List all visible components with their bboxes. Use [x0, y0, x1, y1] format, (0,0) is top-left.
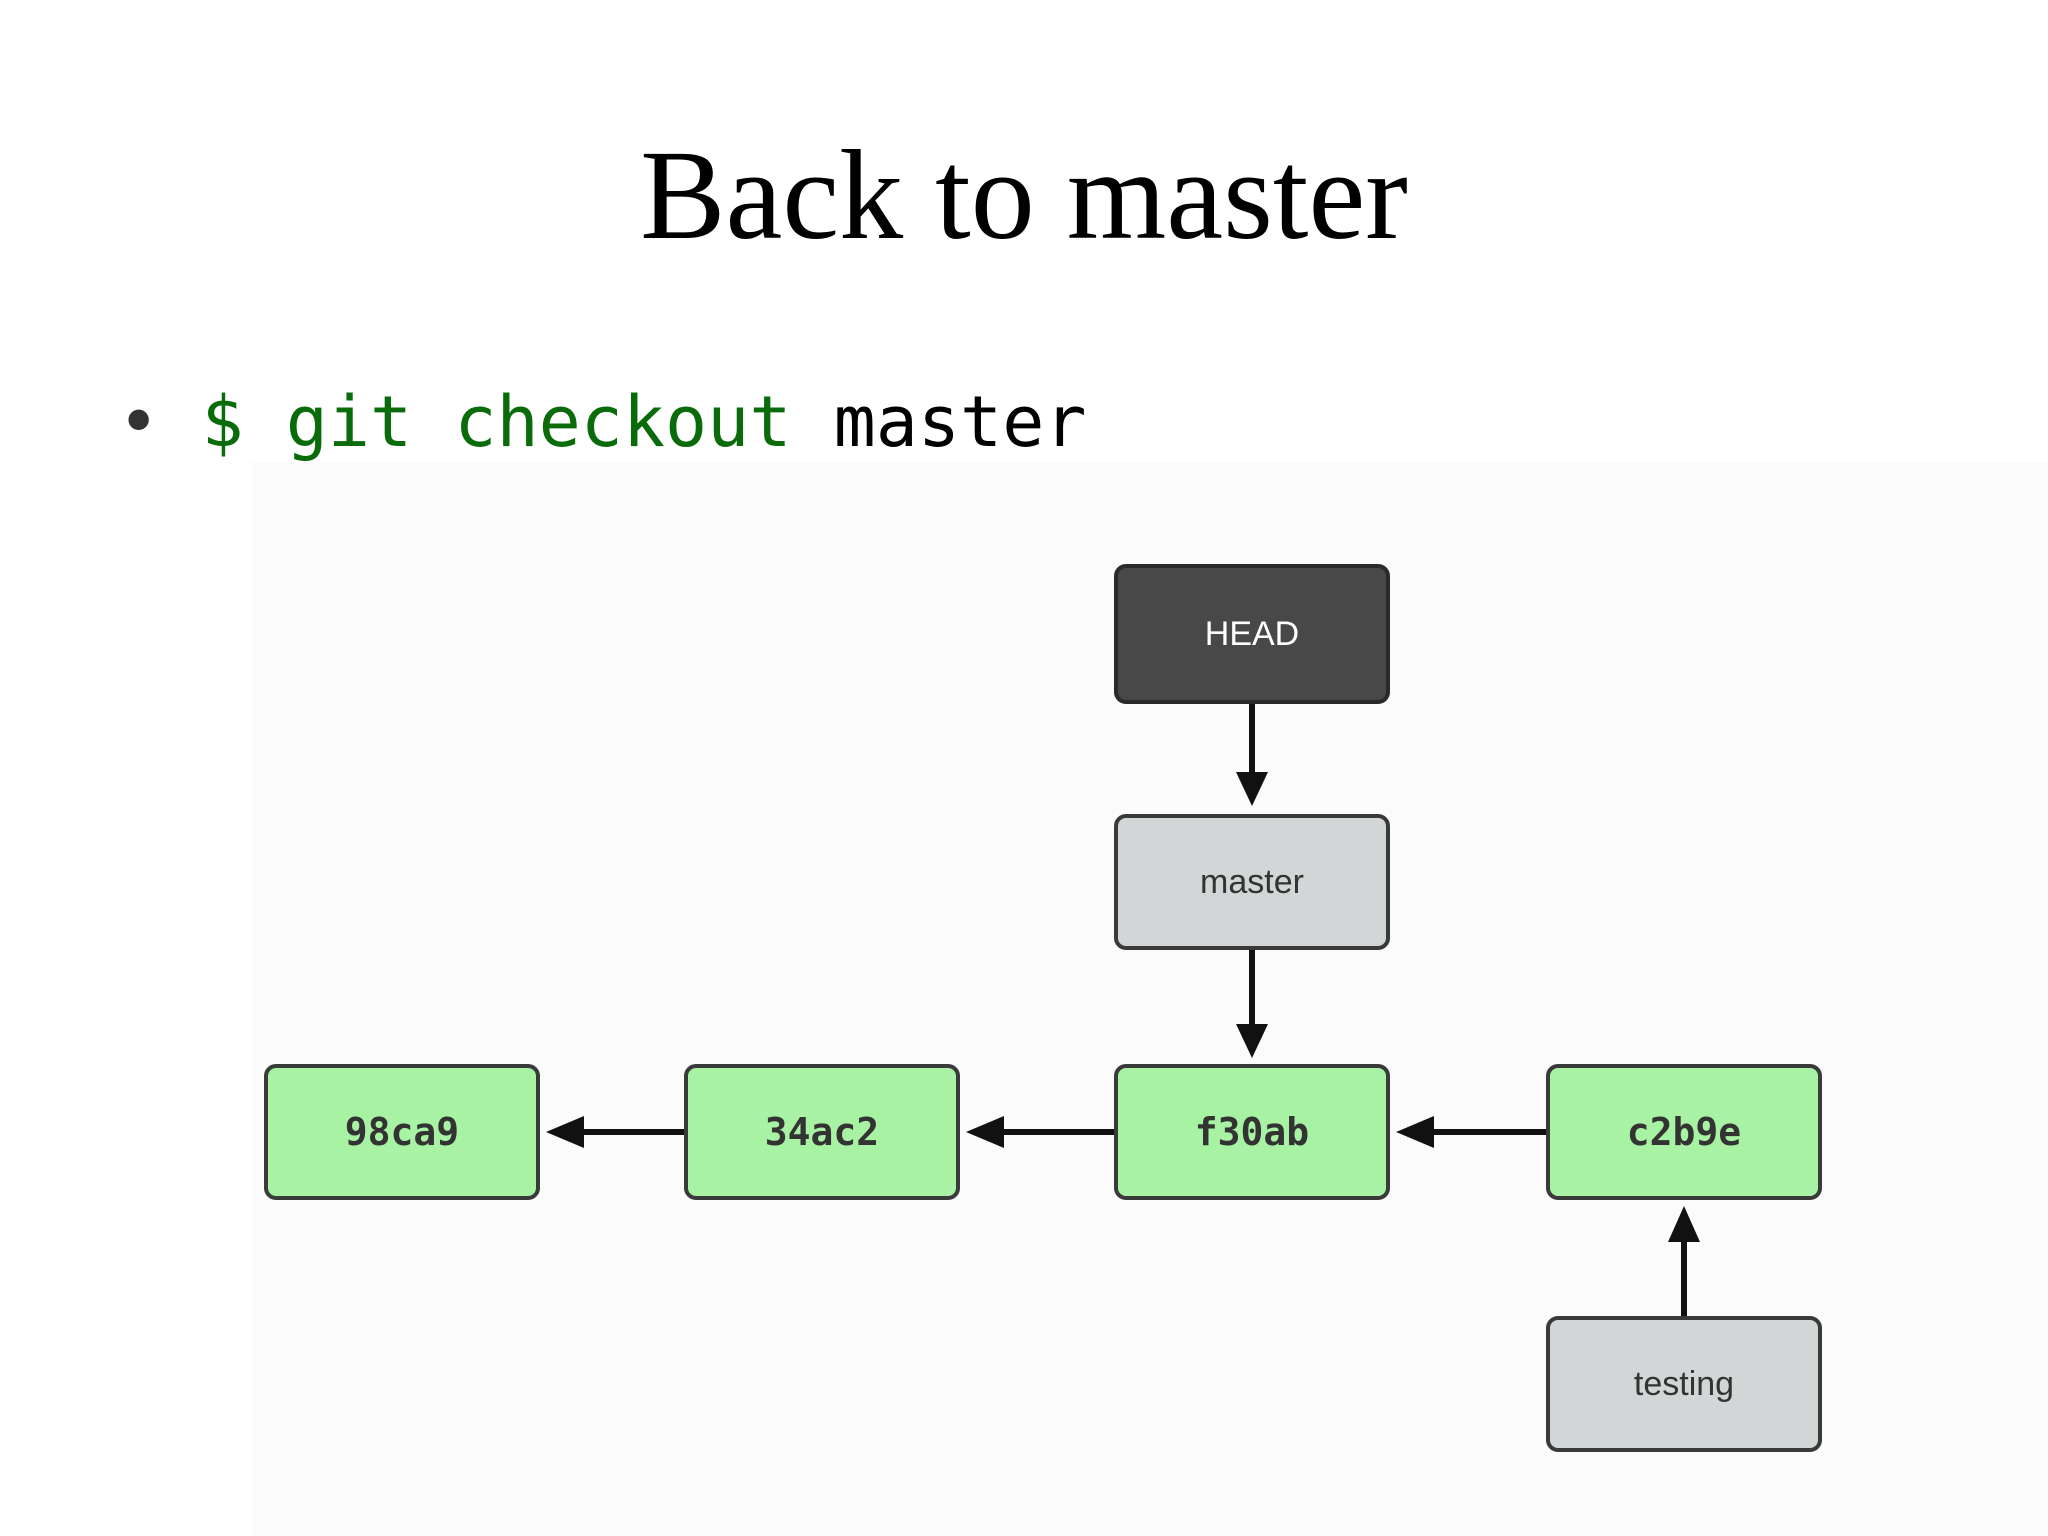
commit-98ca9: 98ca9	[264, 1064, 540, 1200]
bullet-dot: •	[118, 381, 160, 463]
arrowhead-testing-to-c2b9e	[1668, 1206, 1700, 1242]
testing-branch-box: testing	[1546, 1316, 1822, 1452]
arrowhead-head-to-master	[1236, 772, 1268, 806]
arrowhead-c2b9e-to-f30ab	[1396, 1116, 1434, 1148]
commit-f30ab: f30ab	[1114, 1064, 1390, 1200]
commit-34ac2: 34ac2	[684, 1064, 960, 1200]
arrowhead-f30ab-to-34ac2	[966, 1116, 1004, 1148]
command-argument: master	[833, 381, 1087, 463]
master-branch-box: master	[1114, 814, 1390, 950]
slide-title: Back to master	[640, 124, 1408, 266]
arrowhead-master-to-f30ab	[1236, 1024, 1268, 1058]
command-bullet: • $ git checkout master	[118, 378, 1087, 466]
command-prompt: $ git checkout	[201, 381, 792, 463]
commit-c2b9e: c2b9e	[1546, 1064, 1822, 1200]
head-pointer-box: HEAD	[1114, 564, 1390, 704]
arrowhead-34ac2-to-98ca9	[546, 1116, 584, 1148]
